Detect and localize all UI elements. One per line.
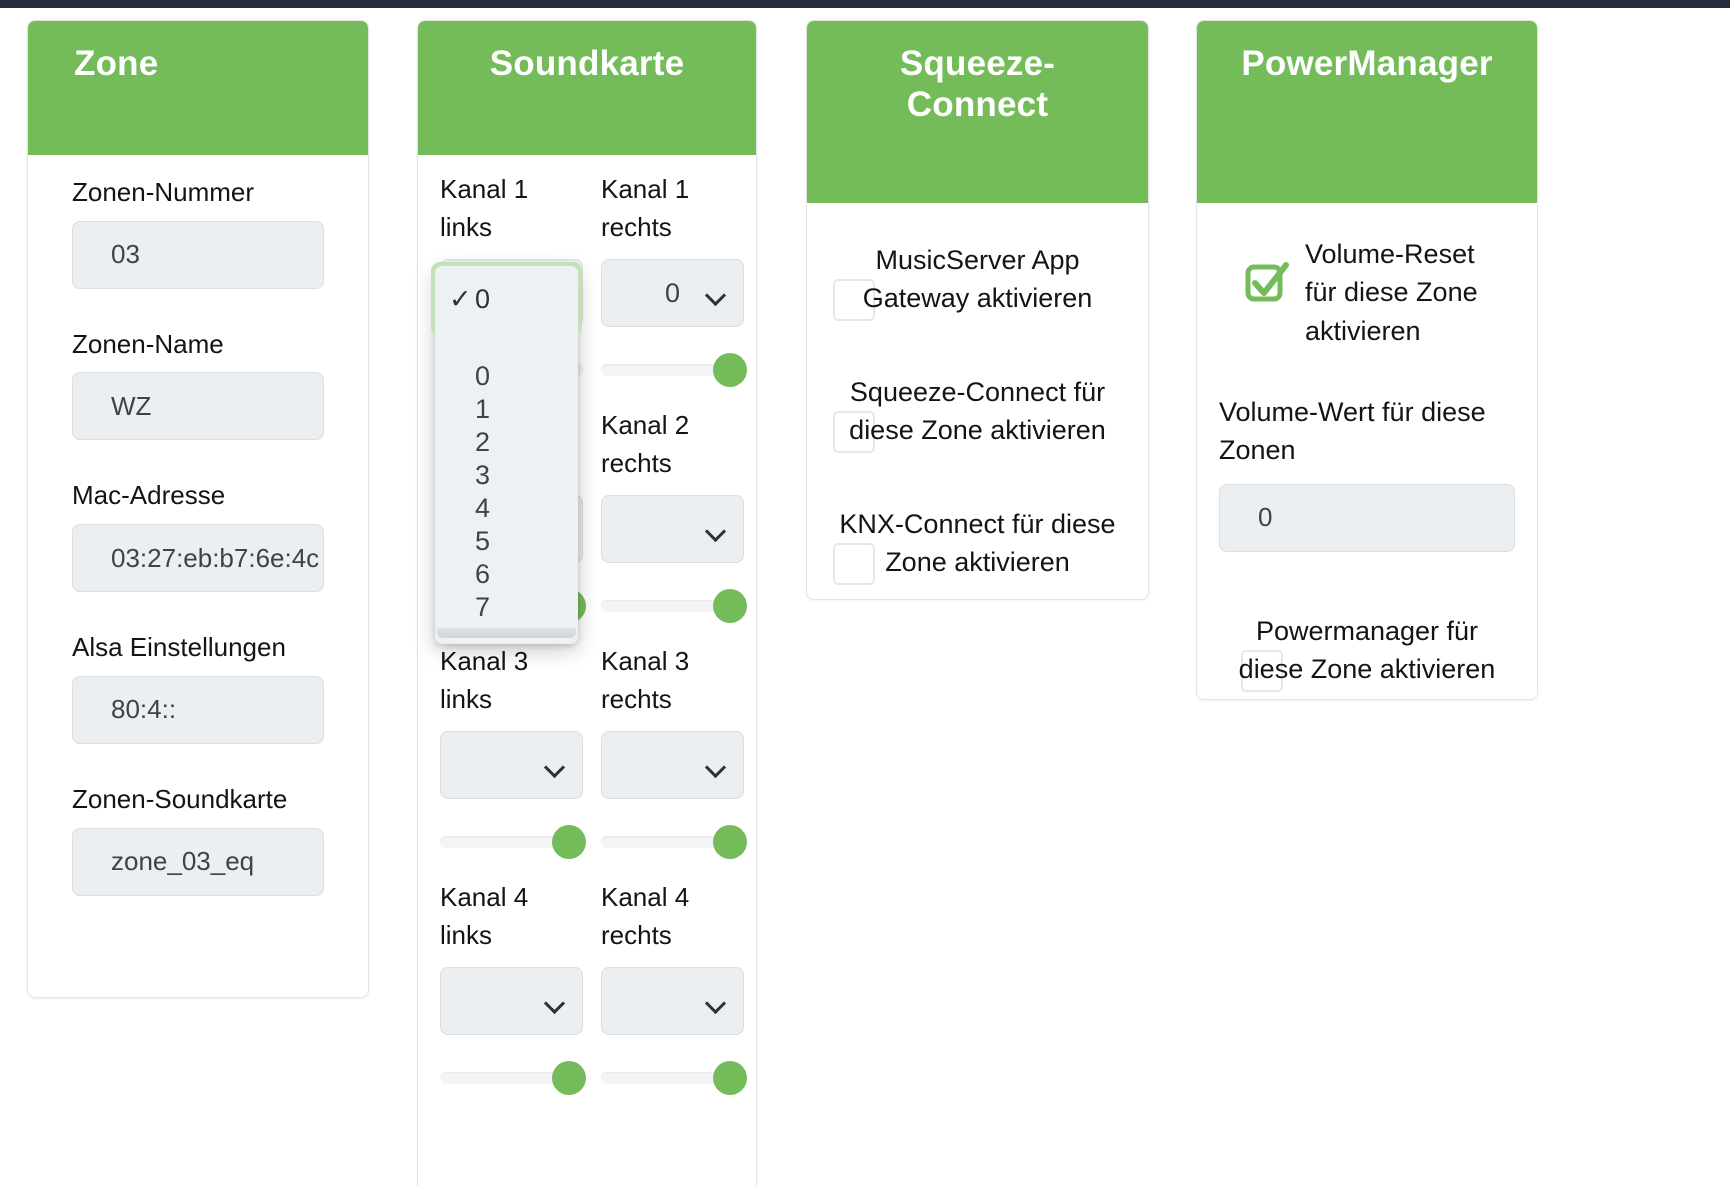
knx-connect-zone-label: KNX-Connect für diese Zone aktivieren <box>839 509 1116 578</box>
check-icon: ✓ <box>449 283 472 314</box>
popup-option[interactable]: 7 <box>475 592 491 622</box>
knx-connect-zone-checkbox[interactable] <box>833 543 875 585</box>
powermanager-card-body: Volume-Reset für diese Zone aktivieren V… <box>1197 203 1537 724</box>
soundkarte-card-title: Soundkarte <box>418 21 756 155</box>
musicserver-gateway-checkbox[interactable] <box>833 279 875 321</box>
channel-volume-slider[interactable] <box>440 825 586 859</box>
musicserver-gateway-label: MusicServer App Gateway aktivieren <box>862 245 1093 314</box>
powermanager-enable-label: Powermanager für diese Zone aktivieren <box>1238 615 1496 684</box>
channel-select[interactable] <box>601 967 744 1035</box>
channel-label: Kanal 1 links <box>440 174 529 242</box>
chevron-down-icon <box>707 760 727 771</box>
zonen-nummer-label: Zonen-Nummer <box>72 177 255 207</box>
musicserver-gateway-row[interactable]: MusicServer App Gateway aktivieren <box>833 241 1118 327</box>
slider-track <box>601 836 744 848</box>
cards-board: Zone Zonen-Nummer Zonen-Name Mac-Adresse… <box>0 8 1730 1186</box>
chevron-down-icon <box>546 760 566 771</box>
channel-select[interactable] <box>601 495 744 563</box>
channel-volume-slider[interactable] <box>601 1061 747 1095</box>
zonen-nummer-input[interactable] <box>72 220 324 289</box>
popup-option[interactable]: 6 <box>475 559 491 589</box>
popup-option[interactable]: 2 <box>475 427 491 457</box>
zone-card-title: Zone <box>28 21 368 155</box>
slider-thumb[interactable] <box>712 1061 747 1095</box>
powermanager-enable-row[interactable]: Powermanager für diese Zone aktivieren <box>1219 612 1515 698</box>
channel-select[interactable]: 0 <box>601 259 744 327</box>
channel-cell: Kanal 3 links <box>440 627 586 863</box>
channel-volume-slider[interactable] <box>601 589 747 623</box>
slider-track <box>601 364 744 376</box>
zone-card: Zone Zonen-Nummer Zonen-Name Mac-Adresse… <box>27 20 369 998</box>
alsa-einstellungen-label: Alsa Einstellungen <box>72 632 286 663</box>
channel-volume-slider[interactable] <box>601 825 747 859</box>
volume-wert-label: Volume-Wert für diese Zonen <box>1219 396 1486 465</box>
zone-card-body: Zonen-Nummer Zonen-Name Mac-Adresse Alsa… <box>28 155 368 922</box>
popup-option[interactable]: 4 <box>475 493 491 523</box>
channel-label: Kanal 1 rechts <box>601 174 690 242</box>
slider-thumb[interactable] <box>551 825 586 859</box>
mac-adresse-label: Mac-Adresse <box>72 480 226 511</box>
popup-option[interactable]: 0 <box>475 361 491 391</box>
channel-select[interactable] <box>440 731 583 799</box>
volume-reset-label: Volume-Reset für diese Zone aktivieren <box>1305 239 1478 346</box>
channel-cell: Kanal 1 rechts 0 <box>601 155 747 391</box>
channel-label: Kanal 3 rechts <box>601 646 690 714</box>
powermanager-enable-checkbox[interactable] <box>1241 649 1283 692</box>
selected-option-label: 0 <box>475 283 491 314</box>
squeeze-connect-zone-row[interactable]: Squeeze-Connect für diese Zone aktiviere… <box>833 373 1118 459</box>
slider-track <box>440 836 583 848</box>
top-app-bar <box>0 0 1730 8</box>
channel-label: Kanal 4 links <box>440 882 529 950</box>
channel-select-value: 0 <box>664 277 681 308</box>
slider-thumb[interactable] <box>551 1061 586 1095</box>
slider-thumb[interactable] <box>712 589 747 623</box>
popup-option[interactable]: 1 <box>475 394 491 424</box>
squeeze-connect-zone-checkbox[interactable] <box>833 411 875 453</box>
channel-label: Kanal 2 rechts <box>601 410 690 478</box>
chevron-down-icon <box>707 288 727 299</box>
channel-volume-slider[interactable] <box>601 353 747 387</box>
zonen-name-label: Zonen-Name <box>72 328 224 359</box>
channel-cell: Kanal 2 rechts <box>601 391 747 627</box>
channel-select[interactable] <box>440 967 583 1035</box>
squeeze-connect-card-body: MusicServer App Gateway aktivieren Squee… <box>807 203 1148 617</box>
chevron-down-icon <box>546 996 566 1007</box>
slider-thumb[interactable] <box>712 825 747 859</box>
popup-option[interactable]: 3 <box>475 460 491 490</box>
chevron-down-icon <box>707 996 727 1007</box>
channel-volume-slider[interactable] <box>440 1061 586 1095</box>
alsa-einstellungen-input[interactable] <box>72 675 324 744</box>
powermanager-card-title: PowerManager <box>1197 21 1537 203</box>
chevron-down-icon <box>707 524 727 535</box>
slider-track <box>601 600 744 612</box>
slider-thumb[interactable] <box>712 353 747 387</box>
powermanager-card: PowerManager Volume-Reset für diese Zone… <box>1196 20 1538 700</box>
zonen-name-input[interactable] <box>72 372 324 441</box>
popup-option[interactable]: 5 <box>475 526 491 556</box>
squeeze-connect-card-title: Squeeze-Connect <box>807 21 1148 203</box>
knx-connect-zone-row[interactable]: KNX-Connect für diese Zone aktivieren <box>833 505 1118 591</box>
slider-track <box>601 1072 744 1084</box>
squeeze-connect-card: Squeeze-Connect MusicServer App Gateway … <box>806 20 1149 600</box>
volume-reset-row[interactable]: Volume-Reset für diese Zone aktivieren <box>1219 235 1515 350</box>
selected-option-row[interactable]: ✓ 0 <box>435 266 578 332</box>
channel-label: Kanal 4 rechts <box>601 882 690 950</box>
channel-cell: Kanal 4 rechts <box>601 863 747 1099</box>
volume-wert-input[interactable] <box>1219 483 1515 552</box>
channel-cell: Kanal 4 links <box>440 863 586 1099</box>
zonen-soundkarte-label: Zonen-Soundkarte <box>72 783 288 814</box>
popup-divider-gap <box>435 332 578 360</box>
mac-adresse-input[interactable] <box>72 524 324 593</box>
squeeze-connect-zone-label: Squeeze-Connect für diese Zone aktiviere… <box>849 377 1106 446</box>
channel-cell: Kanal 3 rechts <box>601 627 747 863</box>
popup-scroll-footer[interactable] <box>437 628 576 638</box>
channel-label: Kanal 3 links <box>440 646 529 714</box>
volume-reset-checkbox[interactable] <box>1245 261 1291 307</box>
channel-select[interactable] <box>601 731 744 799</box>
slider-track <box>440 1072 583 1084</box>
zonen-soundkarte-input[interactable] <box>72 827 324 896</box>
